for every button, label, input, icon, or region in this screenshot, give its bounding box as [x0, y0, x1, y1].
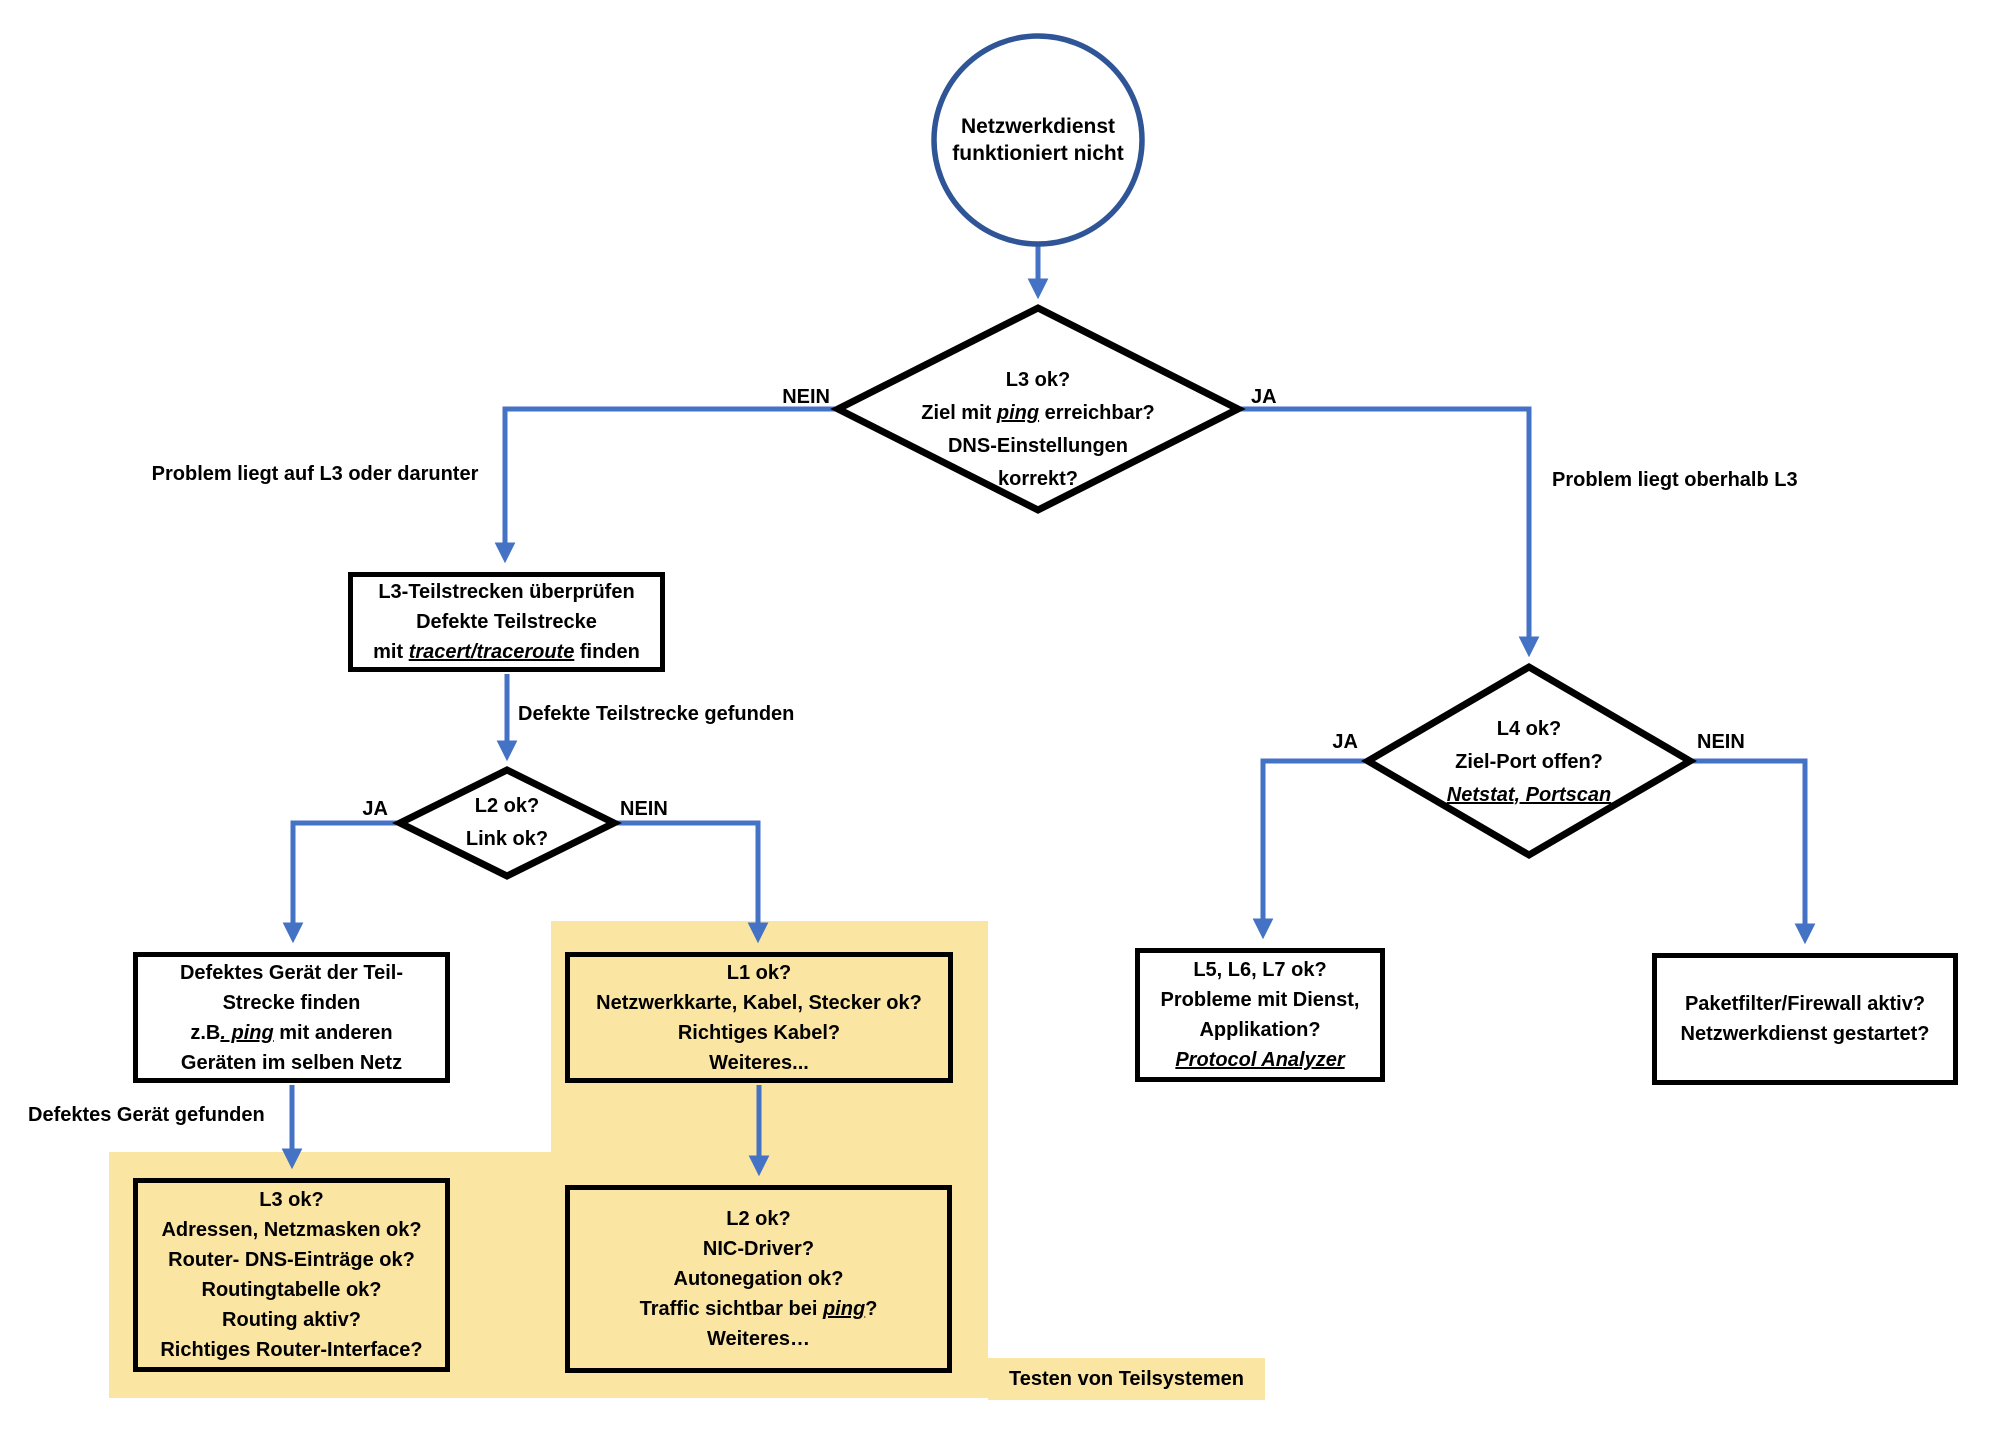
annotation-problem-above: Problem liegt oberhalb L3 — [1552, 469, 1798, 491]
arrow-l4-ja — [1252, 758, 1368, 940]
decision-l4-text: L4 ok?Ziel-Port offen?Netstat, Portscan — [1446, 717, 1612, 806]
arrow-l3-ja — [1238, 406, 1540, 658]
edge-label-l2-nein: NEIN — [620, 798, 668, 820]
box-l3-check: L3 ok?Adressen, Netzmasken ok?Router- DN… — [133, 1178, 450, 1372]
arrow-l4-nein — [1690, 758, 1816, 945]
edge-label-l2-ja: JA — [362, 798, 388, 820]
decision-l3-diamond — [830, 304, 1246, 514]
box-l2-check: L2 ok?NIC-Driver?Autonegation ok?Traffic… — [565, 1185, 952, 1373]
annotation-problem-below: Problem liegt auf L3 oder darunter — [151, 463, 479, 485]
decision-l4-diamond — [1361, 662, 1697, 860]
annotation-defekte-teilstrecke: Defekte Teilstrecke gefunden — [518, 703, 795, 725]
box-firewall: Paketfilter/Firewall aktiv?Netzwerkdiens… — [1652, 953, 1958, 1085]
box-l567: L5, L6, L7 ok?Probleme mit Dienst,Applik… — [1135, 948, 1385, 1082]
edge-label-l4-nein: NEIN — [1697, 731, 1745, 753]
decision-l2-diamond — [392, 766, 622, 880]
decision-l3-text: L3 ok?Ziel mit ping erreichbar?DNS-Einst… — [921, 369, 1155, 490]
edge-label-l3-ja: JA — [1251, 386, 1277, 408]
box-l1: L1 ok?Netzwerkkarte, Kabel, Stecker ok?R… — [565, 952, 953, 1083]
edge-label-l3-nein: NEIN — [782, 386, 830, 408]
arrow-l2-nein — [614, 820, 769, 944]
highlight-label-strip: Testen von Teilsystemen — [988, 1358, 1265, 1400]
annotation-testen: Testen von Teilsystemen — [1009, 1367, 1244, 1390]
arrow-l3-nein — [494, 406, 837, 564]
arrow-l2-ja — [282, 820, 400, 944]
start-circle — [931, 33, 1145, 247]
annotation-defektes-geraet: Defektes Gerät gefunden — [28, 1104, 265, 1126]
decision-l2-text: L2 ok?Link ok? — [465, 795, 549, 850]
edge-label-l4-ja: JA — [1332, 731, 1358, 753]
